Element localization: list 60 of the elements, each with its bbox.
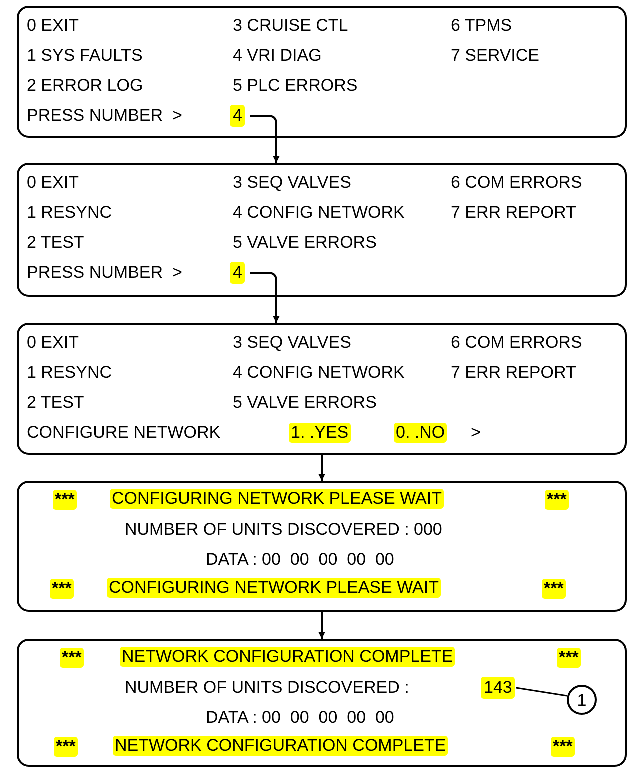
menu-option: 5 VALVE ERRORS [233,393,377,413]
menu-option: 1 RESYNC [27,363,112,383]
asterisks: *** [542,579,566,599]
highlighted-text: 1. .YES [289,423,351,443]
display-screen [17,639,627,767]
screen-text: DATA : 00 00 00 00 00 [206,550,394,570]
menu-option: 3 SEQ VALVES [233,173,352,193]
asterisks: *** [557,648,581,668]
arrow [318,455,326,481]
menu-option: 5 PLC ERRORS [233,76,358,96]
display-screen [17,163,627,297]
menu-option: 0 EXIT [27,333,79,353]
display-screen [17,323,627,455]
leader-line [516,687,568,697]
menu-option: 7 ERR REPORT [451,203,576,223]
highlighted-text: CONFIGURING NETWORK PLEASE WAIT [110,489,444,509]
menu-option: 6 COM ERRORS [451,333,582,353]
menu-option: 6 COM ERRORS [451,173,582,193]
menu-option: 2 TEST [27,233,84,253]
menu-option: 4 CONFIG NETWORK [233,203,405,223]
screen-text: PRESS NUMBER > [27,263,182,283]
asterisks: *** [545,490,569,510]
screen-text: > [471,423,481,443]
display-screen [17,6,627,138]
menu-option: 3 CRUISE CTL [233,16,348,36]
highlighted-text: 0. .NO [394,423,448,443]
highlighted-text: NETWORK CONFIGURATION COMPLETE [120,647,456,667]
arrow [318,612,326,639]
screen-text: PRESS NUMBER > [27,106,182,126]
highlighted-text: CONFIGURING NETWORK PLEASE WAIT [107,578,441,598]
arrow [250,272,280,323]
menu-option: 3 SEQ VALVES [233,333,352,353]
display-screen [17,481,627,612]
asterisks: *** [60,648,84,668]
menu-option: 7 SERVICE [451,46,540,66]
screen-text: DATA : 00 00 00 00 00 [206,708,394,728]
callout-number: 1 [567,685,597,715]
arrow [250,115,280,163]
menu-option: 1 RESYNC [27,203,112,223]
menu-option: 2 TEST [27,393,84,413]
menu-option: 5 VALVE ERRORS [233,233,377,253]
menu-option: 6 TPMS [451,16,512,36]
selected-value: 143 [481,677,516,699]
asterisks: *** [53,490,77,510]
menu-option: 1 SYS FAULTS [27,46,143,66]
screen-text: NUMBER OF UNITS DISCOVERED : [125,678,410,698]
screen-text: NUMBER OF UNITS DISCOVERED : 000 [125,520,442,540]
menu-option: 2 ERROR LOG [27,76,144,96]
selected-value: 4 [230,105,246,127]
menu-option: 4 VRI DIAG [233,46,322,66]
menu-option: 0 EXIT [27,173,79,193]
asterisks: *** [50,579,74,599]
menu-option: 0 EXIT [27,16,79,36]
screen-text: CONFIGURE NETWORK [27,423,221,443]
selected-value: 4 [230,262,246,284]
highlighted-text: NETWORK CONFIGURATION COMPLETE [113,736,448,756]
asterisks: *** [54,737,78,757]
menu-option: 4 CONFIG NETWORK [233,363,405,383]
menu-option: 7 ERR REPORT [451,363,576,383]
asterisks: *** [551,737,575,757]
